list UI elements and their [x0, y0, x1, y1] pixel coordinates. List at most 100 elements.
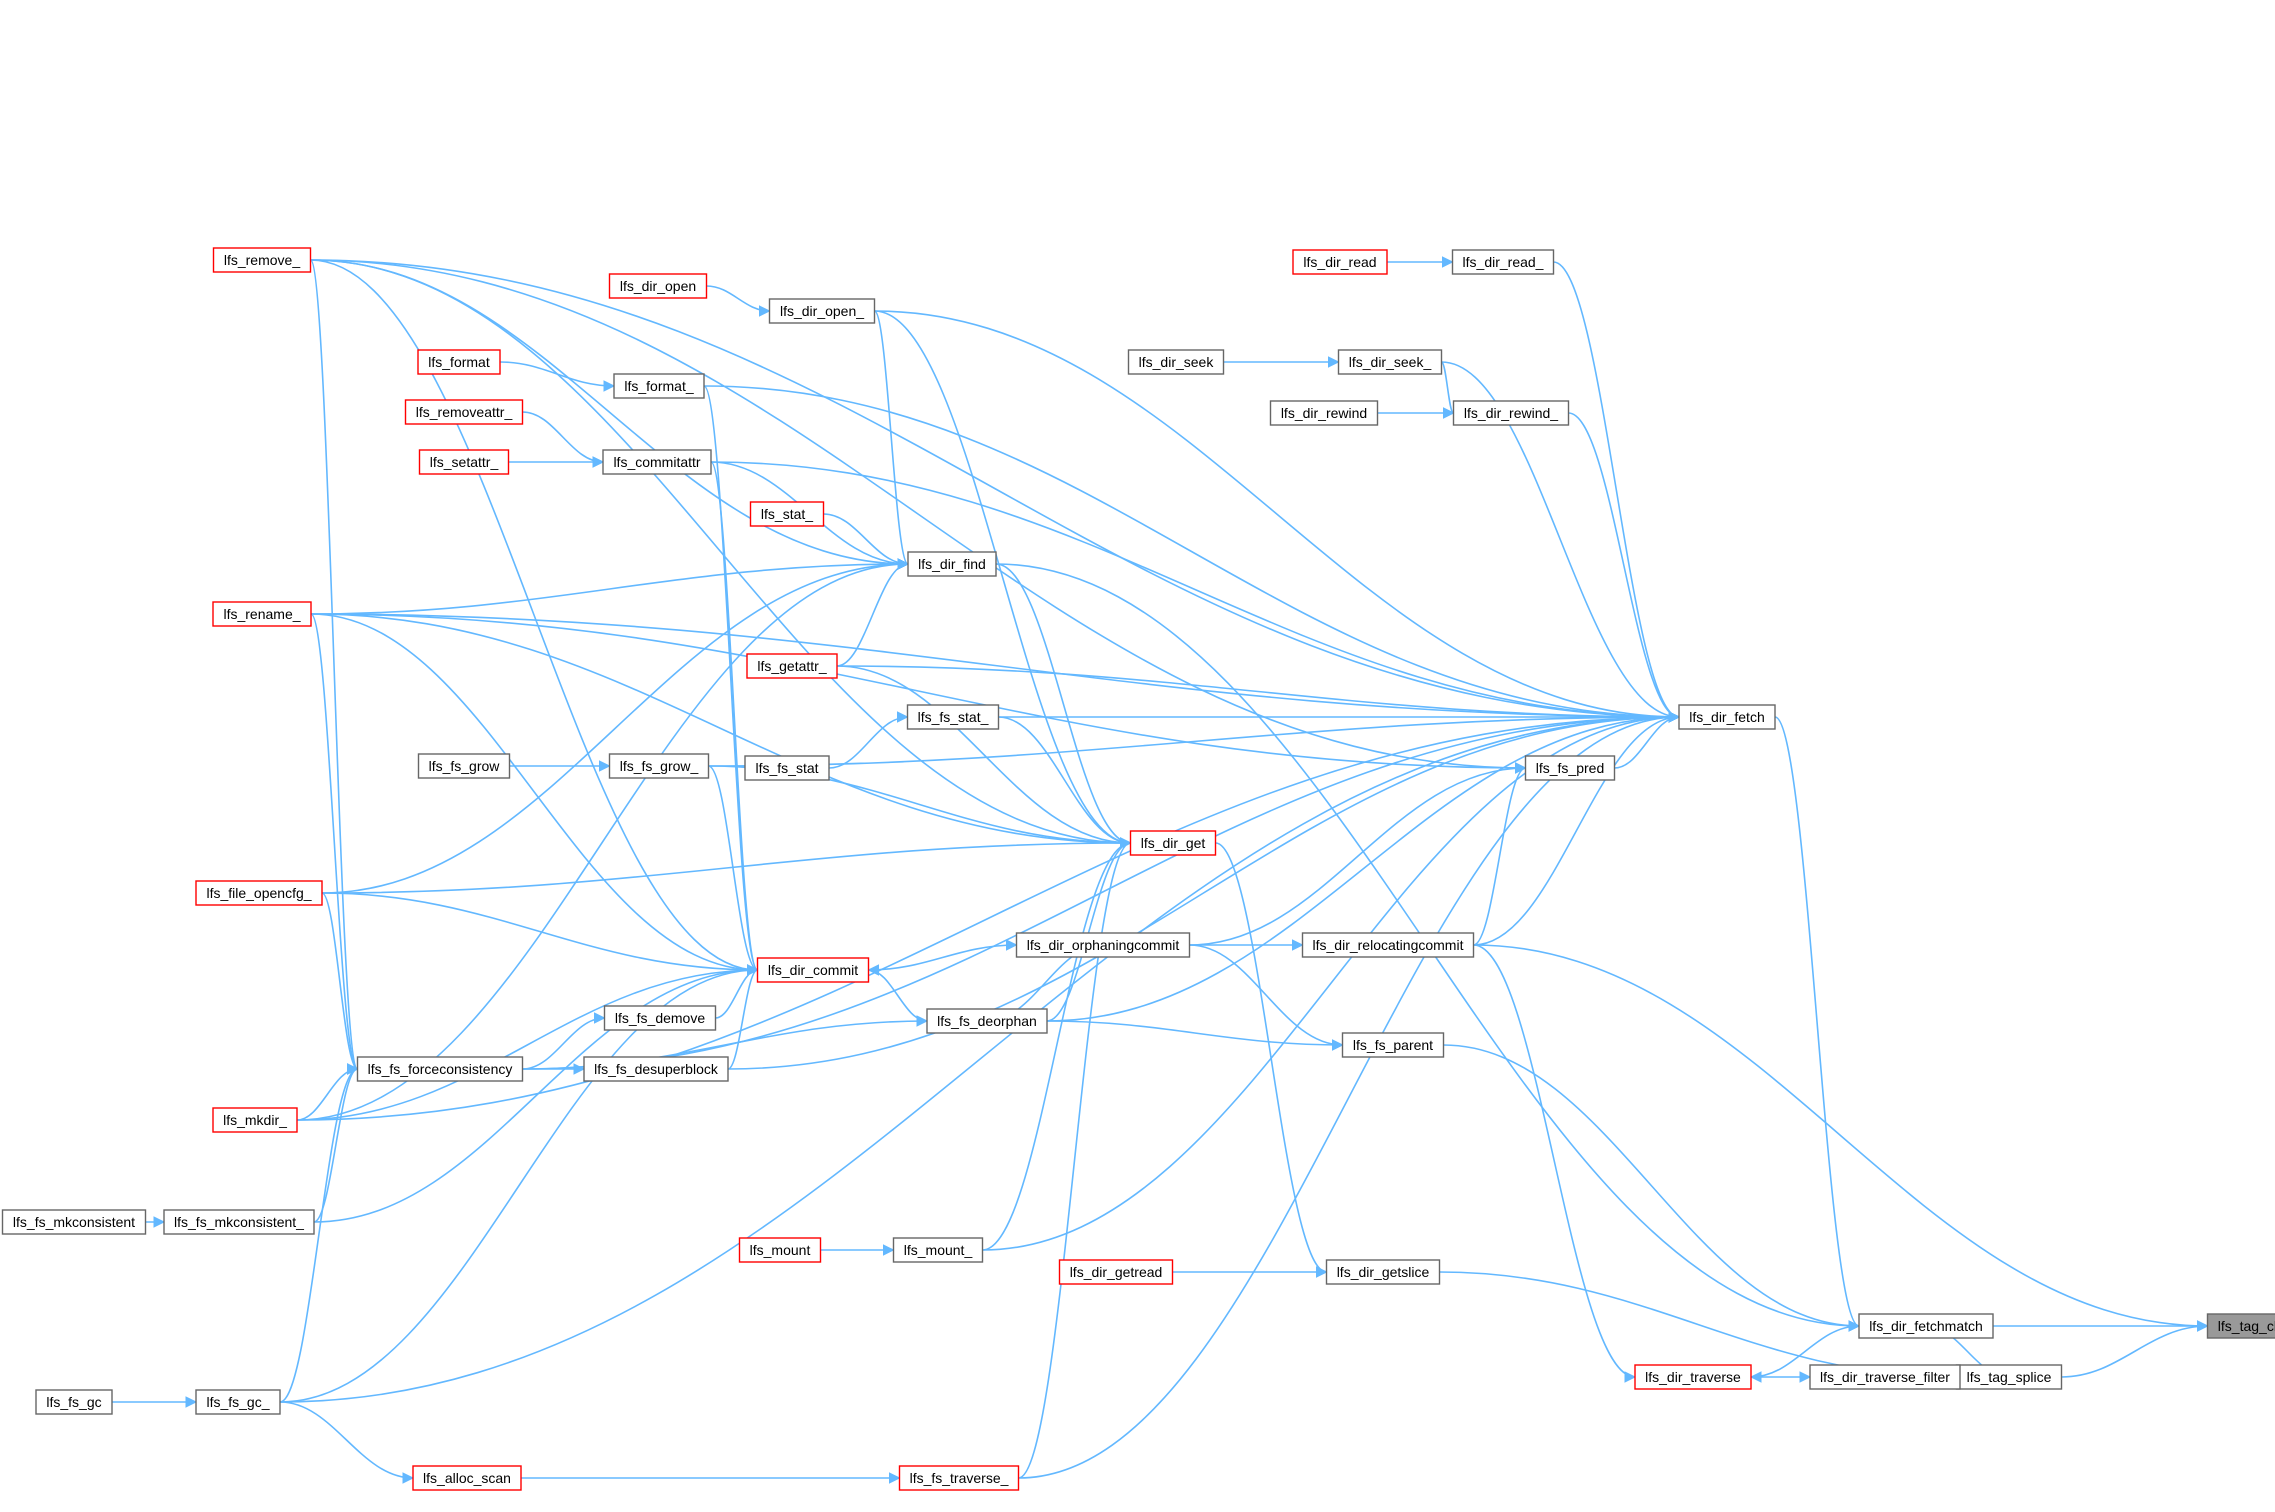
node-lfs-fs-forceconsistency[interactable]: lfs_fs_forceconsistency	[356, 1056, 524, 1082]
node-lfs-dir-getslice[interactable]: lfs_dir_getslice	[1325, 1259, 1441, 1285]
node-lfs-removeattr-[interactable]: lfs_removeattr_	[404, 399, 524, 425]
node-lfs-remove-[interactable]: lfs_remove_	[212, 247, 312, 273]
node-lfs-dir-read-[interactable]: lfs_dir_read_	[1451, 249, 1555, 275]
node-box[interactable]	[898, 1465, 1020, 1491]
node-lfs-fs-stat-[interactable]: lfs_fs_stat_	[906, 704, 1000, 730]
node-lfs-dir-traverse-filter[interactable]: lfs_dir_traverse_filter	[1809, 1364, 1961, 1390]
node-box[interactable]	[738, 1237, 822, 1263]
node-lfs-fs-mkconsistent-[interactable]: lfs_fs_mkconsistent_	[163, 1209, 315, 1235]
node-lfs-stat-[interactable]: lfs_stat_	[749, 501, 825, 527]
node-box[interactable]	[603, 1005, 717, 1031]
node-box[interactable]	[2206, 1313, 2275, 1339]
node-lfs-dir-traverse[interactable]: lfs_dir_traverse	[1634, 1364, 1752, 1390]
node-box[interactable]	[746, 653, 838, 679]
node-box[interactable]	[35, 1389, 113, 1415]
node-box[interactable]	[356, 1056, 524, 1082]
node-box[interactable]	[212, 1107, 298, 1133]
node-box[interactable]	[1015, 932, 1191, 958]
node-box[interactable]	[1341, 1032, 1445, 1058]
node-lfs-setattr-[interactable]: lfs_setattr_	[418, 449, 510, 475]
node-box[interactable]	[417, 349, 501, 375]
node-lfs-fs-demove[interactable]: lfs_fs_demove	[603, 1005, 717, 1031]
node-lfs-getattr-[interactable]: lfs_getattr_	[746, 653, 838, 679]
node-box[interactable]	[212, 247, 312, 273]
node-lfs-dir-open[interactable]: lfs_dir_open	[608, 273, 708, 299]
node-box[interactable]	[1269, 400, 1379, 426]
node-box[interactable]	[1858, 1313, 1994, 1339]
node-box[interactable]	[212, 601, 312, 627]
node-lfs-fs-stat[interactable]: lfs_fs_stat	[744, 755, 830, 781]
node-box[interactable]	[1955, 1364, 2063, 1390]
node-box[interactable]	[1325, 1259, 1441, 1285]
node-lfs-dir-rewind[interactable]: lfs_dir_rewind	[1269, 400, 1379, 426]
node-lfs-mkdir-[interactable]: lfs_mkdir_	[212, 1107, 298, 1133]
node-lfs-fs-mkconsistent[interactable]: lfs_fs_mkconsistent	[1, 1209, 147, 1235]
node-lfs-mount[interactable]: lfs_mount	[738, 1237, 822, 1263]
node-box[interactable]	[583, 1056, 729, 1082]
node-lfs-format[interactable]: lfs_format	[417, 349, 501, 375]
node-box[interactable]	[417, 753, 511, 779]
node-box[interactable]	[1, 1209, 147, 1235]
node-lfs-dir-fetch[interactable]: lfs_dir_fetch	[1678, 704, 1776, 730]
node-box[interactable]	[1129, 830, 1217, 856]
node-lfs-dir-seek[interactable]: lfs_dir_seek	[1127, 349, 1225, 375]
node-box[interactable]	[412, 1465, 522, 1491]
node-lfs-fs-grow-[interactable]: lfs_fs_grow_	[608, 753, 710, 779]
node-box[interactable]	[608, 753, 710, 779]
node-lfs-rename-[interactable]: lfs_rename_	[212, 601, 312, 627]
node-lfs-dir-get[interactable]: lfs_dir_get	[1129, 830, 1217, 856]
node-box[interactable]	[608, 273, 708, 299]
node-box[interactable]	[1524, 755, 1616, 781]
node-box[interactable]	[1127, 349, 1225, 375]
node-box[interactable]	[1337, 349, 1443, 375]
node-box[interactable]	[1451, 249, 1555, 275]
node-lfs-dir-rewind-[interactable]: lfs_dir_rewind_	[1452, 400, 1570, 426]
node-lfs-fs-desuperblock[interactable]: lfs_fs_desuperblock	[583, 1056, 729, 1082]
node-box[interactable]	[906, 704, 1000, 730]
node-box[interactable]	[907, 551, 997, 577]
node-lfs-dir-relocatingcommit[interactable]: lfs_dir_relocatingcommit	[1301, 932, 1475, 958]
node-box[interactable]	[1058, 1259, 1174, 1285]
node-lfs-commitattr[interactable]: lfs_commitattr	[602, 449, 712, 475]
node-box[interactable]	[744, 755, 830, 781]
node-box[interactable]	[756, 957, 870, 983]
node-lfs-fs-deorphan[interactable]: lfs_fs_deorphan	[926, 1008, 1048, 1034]
node-box[interactable]	[613, 373, 705, 399]
node-lfs-dir-orphaningcommit[interactable]: lfs_dir_orphaningcommit	[1015, 932, 1191, 958]
node-lfs-tag-chunk[interactable]: lfs_tag_chunk	[2206, 1313, 2275, 1339]
node-box[interactable]	[404, 399, 524, 425]
node-box[interactable]	[1634, 1364, 1752, 1390]
node-lfs-fs-grow[interactable]: lfs_fs_grow	[417, 753, 511, 779]
node-box[interactable]	[926, 1008, 1048, 1034]
node-box[interactable]	[768, 298, 876, 324]
node-lfs-format-[interactable]: lfs_format_	[613, 373, 705, 399]
node-lfs-dir-fetchmatch[interactable]: lfs_dir_fetchmatch	[1858, 1313, 1994, 1339]
node-box[interactable]	[418, 449, 510, 475]
node-lfs-dir-commit[interactable]: lfs_dir_commit	[756, 957, 870, 983]
node-lfs-fs-gc[interactable]: lfs_fs_gc	[35, 1389, 113, 1415]
node-box[interactable]	[1809, 1364, 1961, 1390]
node-box[interactable]	[602, 449, 712, 475]
node-lfs-dir-open-[interactable]: lfs_dir_open_	[768, 298, 876, 324]
node-box[interactable]	[195, 880, 323, 906]
node-lfs-tag-splice[interactable]: lfs_tag_splice	[1955, 1364, 2063, 1390]
node-box[interactable]	[892, 1237, 984, 1263]
node-box[interactable]	[1301, 932, 1475, 958]
node-lfs-fs-parent[interactable]: lfs_fs_parent	[1341, 1032, 1445, 1058]
node-box[interactable]	[1678, 704, 1776, 730]
node-lfs-alloc-scan[interactable]: lfs_alloc_scan	[412, 1465, 522, 1491]
node-lfs-fs-pred[interactable]: lfs_fs_pred	[1524, 755, 1616, 781]
node-lfs-fs-gc-[interactable]: lfs_fs_gc_	[195, 1389, 281, 1415]
node-box[interactable]	[1292, 249, 1388, 275]
node-box[interactable]	[749, 501, 825, 527]
node-lfs-mount-[interactable]: lfs_mount_	[892, 1237, 984, 1263]
node-box[interactable]	[163, 1209, 315, 1235]
node-box[interactable]	[1452, 400, 1570, 426]
node-lfs-dir-read[interactable]: lfs_dir_read	[1292, 249, 1388, 275]
node-lfs-dir-seek-[interactable]: lfs_dir_seek_	[1337, 349, 1443, 375]
node-lfs-file-opencfg-[interactable]: lfs_file_opencfg_	[195, 880, 323, 906]
node-box[interactable]	[195, 1389, 281, 1415]
node-lfs-fs-traverse-[interactable]: lfs_fs_traverse_	[898, 1465, 1020, 1491]
node-lfs-dir-find[interactable]: lfs_dir_find	[907, 551, 997, 577]
node-lfs-dir-getread[interactable]: lfs_dir_getread	[1058, 1259, 1174, 1285]
